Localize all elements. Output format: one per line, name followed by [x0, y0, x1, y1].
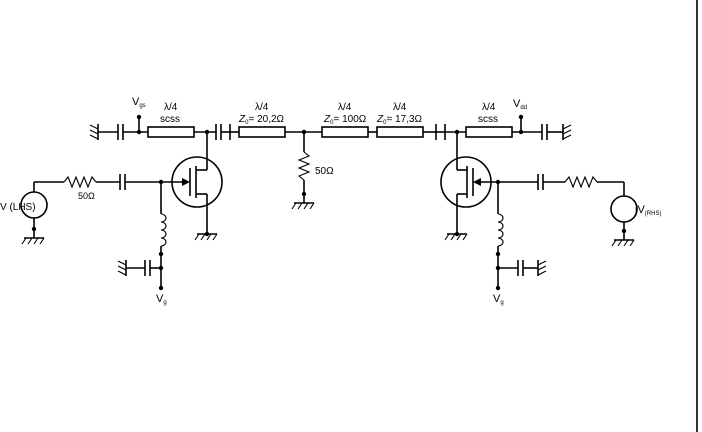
right-input-network [495, 174, 638, 247]
right-transistor [440, 132, 498, 237]
tl1-lambda-label: λ/4 [164, 102, 178, 113]
left-resistor-label: 50Ω [78, 191, 95, 201]
tl3-impedance-label: Z0= 100Ω [323, 114, 367, 126]
tl3-lambda-label: λ/4 [338, 102, 352, 113]
vgs-left-label: Vgs [132, 96, 146, 109]
tl2-impedance-label: Z0= 20,2Ω [238, 114, 285, 126]
vg-left-label: Vg [156, 293, 167, 306]
vdd-right-label: Vdd [513, 98, 527, 111]
left-gate-bias [117, 182, 167, 291]
right-source-ground [444, 233, 468, 241]
left-transistor [161, 132, 223, 237]
right-gate-bias [495, 182, 547, 291]
tl4-impedance-label: Z0= 17,3Ω [376, 114, 423, 126]
vg-right-label: Vg [493, 293, 504, 306]
tl5-type-label: scss [478, 114, 498, 125]
tl2-lambda-label: λ/4 [255, 102, 269, 113]
main-bus [89, 114, 572, 140]
left-source-ground [194, 233, 218, 241]
right-source-label: jV(RHS) [634, 204, 661, 217]
center-resistor-label: 50Ω [315, 166, 334, 177]
left-source-label: V (LHS) [0, 202, 36, 213]
tl1-type-label: scss [160, 114, 180, 125]
tl5-lambda-label: λ/4 [482, 102, 496, 113]
tl4-lambda-label: λ/4 [393, 102, 407, 113]
left-input-network [20, 174, 164, 245]
center-resistor [291, 132, 315, 210]
